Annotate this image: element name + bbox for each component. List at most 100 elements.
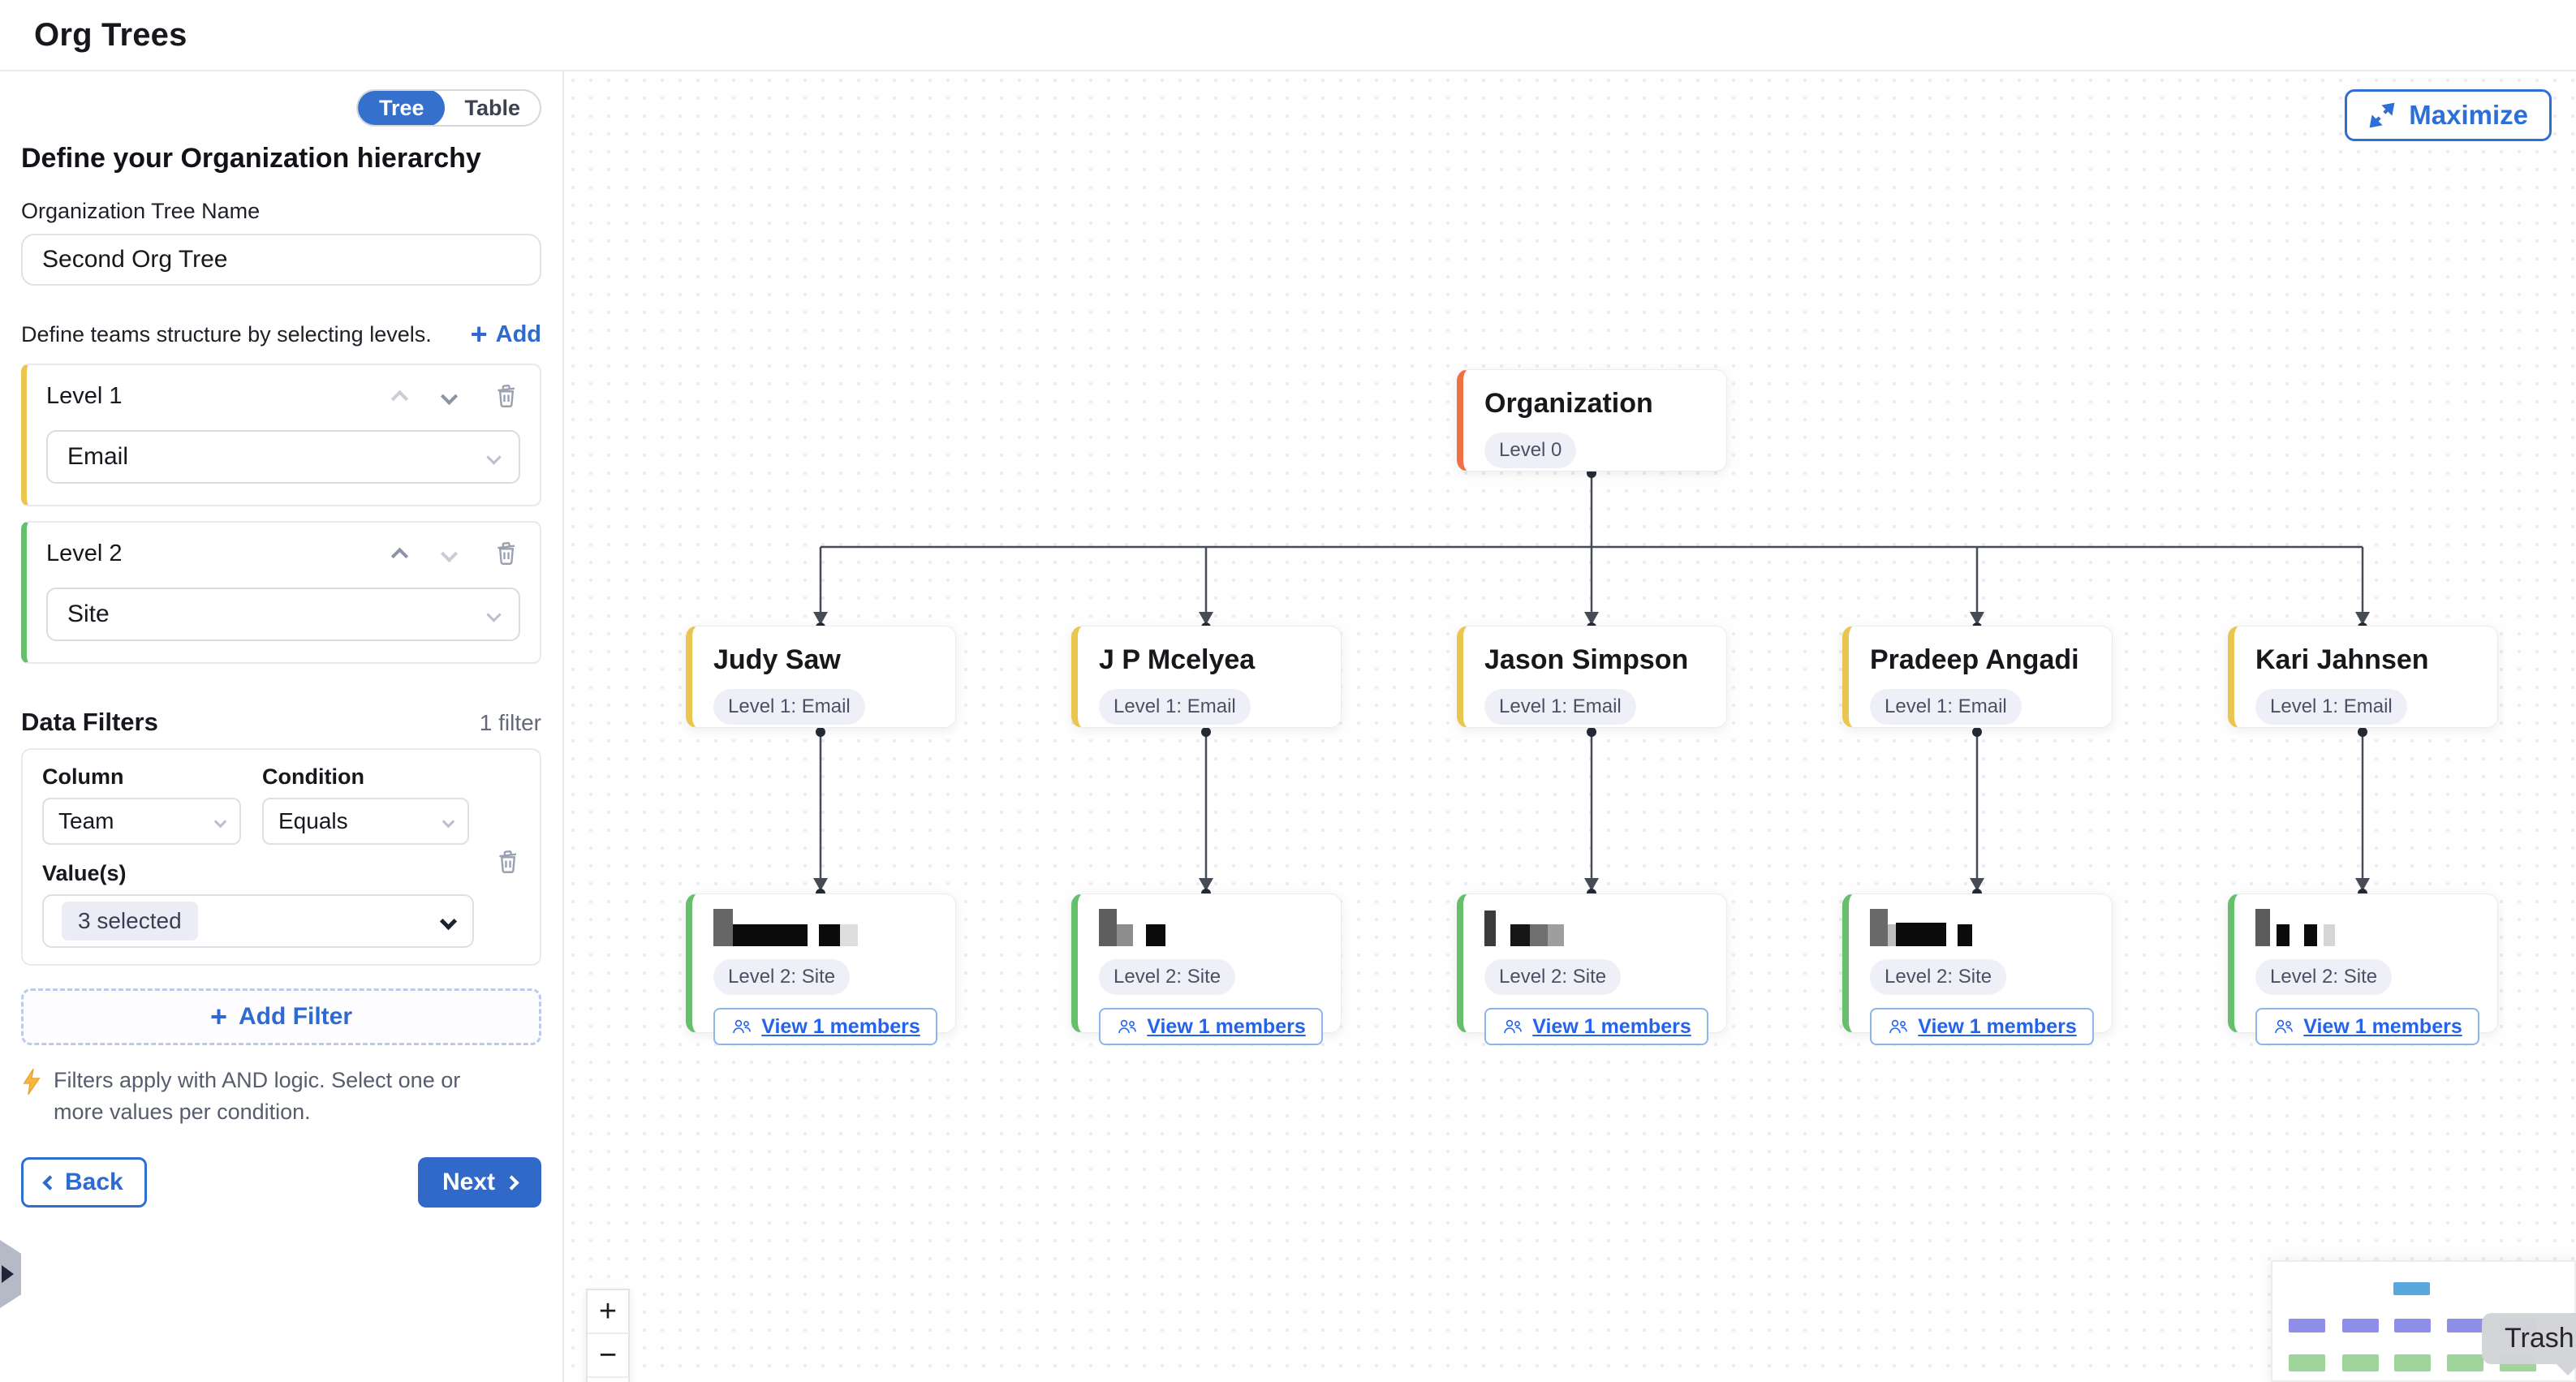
view-members-button[interactable]: View 1 members <box>2255 1008 2479 1045</box>
zoom-out-button[interactable]: − <box>588 1334 628 1378</box>
chevron-down-icon <box>440 545 459 562</box>
chevron-up-icon <box>390 390 409 407</box>
toggle-table[interactable]: Table <box>464 95 520 120</box>
app-header: Org Trees <box>0 0 2576 71</box>
plus-icon: + <box>470 317 488 351</box>
org-node-level2[interactable]: Level 2: Site View 1 members <box>2228 893 2498 1045</box>
node-title: Kari Jahnsen <box>2255 644 2429 675</box>
levels-hint: Define teams structure by selecting leve… <box>21 321 432 347</box>
minimap-node <box>2394 1319 2431 1332</box>
people-icon <box>1889 1019 1908 1034</box>
delete-level-button[interactable] <box>493 381 520 411</box>
minimap-node <box>2447 1354 2483 1371</box>
minimap-node <box>2289 1319 2325 1332</box>
org-node-root[interactable]: Organization Level 0 <box>1457 369 1727 471</box>
org-node-level2[interactable]: Level 2: Site View 1 members <box>1842 893 2113 1045</box>
redacted-node-title <box>2255 907 2479 946</box>
level-1-field-select[interactable]: Email <box>46 430 520 484</box>
hierarchy-sidebar: Tree Table Define your Organization hier… <box>0 71 564 1382</box>
sidebar-collapse-handle[interactable] <box>0 1240 21 1308</box>
minimap-node <box>2342 1319 2379 1332</box>
org-tree-canvas[interactable]: Maximize <box>564 71 2576 1382</box>
back-button[interactable]: Back <box>21 1157 147 1208</box>
node-level-badge: Level 1: Email <box>1099 689 1251 725</box>
node-level-badge: Level 2: Site <box>1099 959 1236 995</box>
add-level-button[interactable]: + Add <box>471 320 541 349</box>
chevron-right-icon <box>504 1175 519 1190</box>
view-members-label: View 1 members <box>761 1014 920 1038</box>
org-node-level2[interactable]: Level 2: Site View 1 members <box>686 893 956 1045</box>
hierarchy-section-title: Define your Organization hierarchy <box>21 143 481 174</box>
level-2-field-value: Site <box>67 601 110 627</box>
tree-name-input[interactable] <box>21 234 541 286</box>
lightning-icon <box>23 1068 41 1096</box>
view-members-button[interactable]: View 1 members <box>1484 1008 1708 1045</box>
trash-tooltip: Trash <box>2482 1313 2576 1364</box>
view-mode-toggle[interactable]: Tree Table <box>355 89 541 127</box>
move-level-up-button[interactable] <box>390 547 409 565</box>
level-2-field-select[interactable]: Site <box>46 588 520 641</box>
trash-icon <box>498 384 515 407</box>
chevron-left-icon <box>42 1175 58 1190</box>
people-icon <box>2275 1019 2294 1034</box>
arrow-right-icon <box>2 1265 14 1283</box>
chevron-down-icon <box>439 912 458 930</box>
values-multiselect[interactable]: 3 selected <box>42 894 474 948</box>
delete-filter-button[interactable] <box>494 847 522 876</box>
fit-view-button[interactable] <box>588 1378 628 1382</box>
add-filter-button[interactable]: + Add Filter <box>21 988 541 1045</box>
org-node-level2[interactable]: Level 2: Site View 1 members <box>1071 893 1342 1045</box>
node-level-badge: Level 2: Site <box>1870 959 2007 995</box>
people-icon <box>733 1019 752 1034</box>
node-level-badge: Level 1: Email <box>2255 689 2407 725</box>
node-title: Pradeep Angadi <box>1870 644 2079 675</box>
node-title: Jason Simpson <box>1484 644 1689 675</box>
org-node-level1[interactable]: J P Mcelyea Level 1: Email <box>1071 626 1342 728</box>
minimap-node <box>2342 1354 2379 1371</box>
move-level-down-button[interactable] <box>440 387 459 405</box>
minimap-node <box>2447 1319 2483 1332</box>
filter-card: Column Team Condition Equals <box>21 748 541 966</box>
next-button[interactable]: Next <box>417 1157 541 1208</box>
node-level-badge: Level 1: Email <box>1870 689 2022 725</box>
org-node-level1[interactable]: Judy Saw Level 1: Email <box>686 626 956 728</box>
chevron-down-icon <box>440 387 459 405</box>
filters-note-text: Filters apply with AND logic. Select one… <box>54 1068 461 1125</box>
data-filters-title: Data Filters <box>21 708 158 736</box>
page-title: Org Trees <box>34 16 187 53</box>
level-1-label: Level 1 <box>46 382 123 409</box>
node-level-badge: Level 2: Site <box>2255 959 2393 995</box>
org-node-level1[interactable]: Jason Simpson Level 1: Email <box>1457 626 1727 728</box>
zoom-in-button[interactable]: + <box>588 1290 628 1334</box>
add-filter-label: Add Filter <box>239 1003 353 1030</box>
people-icon <box>1504 1019 1523 1034</box>
delete-level-button[interactable] <box>493 539 520 568</box>
org-node-level1[interactable]: Kari Jahnsen Level 1: Email <box>2228 626 2498 728</box>
level-1-field-value: Email <box>67 443 129 470</box>
chevron-down-icon <box>486 606 502 622</box>
maximize-label: Maximize <box>2409 100 2528 130</box>
org-node-level2[interactable]: Level 2: Site View 1 members <box>1457 893 1727 1045</box>
node-level-badge: Level 0 <box>1484 433 1577 468</box>
node-title: Judy Saw <box>713 644 841 675</box>
view-members-label: View 1 members <box>1918 1014 2077 1038</box>
trash-tooltip-label: Trash <box>2505 1323 2574 1354</box>
column-select[interactable]: Team <box>42 798 241 845</box>
view-members-button[interactable]: View 1 members <box>713 1008 937 1045</box>
toggle-tree[interactable]: Tree <box>357 91 446 125</box>
move-level-down-button[interactable] <box>440 545 459 562</box>
view-members-button[interactable]: View 1 members <box>1099 1008 1323 1045</box>
view-members-button[interactable]: View 1 members <box>1870 1008 2094 1045</box>
chevron-down-icon <box>213 815 227 828</box>
plus-icon: + <box>209 1000 228 1033</box>
node-title: Organization <box>1484 388 1653 419</box>
org-node-level1[interactable]: Pradeep Angadi Level 1: Email <box>1842 626 2113 728</box>
minimap-node <box>2394 1354 2431 1371</box>
move-level-up-button[interactable] <box>390 390 409 407</box>
trash-icon <box>498 541 515 565</box>
maximize-button[interactable]: Maximize <box>2345 89 2552 141</box>
chevron-up-icon <box>390 547 409 565</box>
condition-select[interactable]: Equals <box>262 798 469 845</box>
people-icon <box>1118 1019 1137 1034</box>
condition-label: Condition <box>262 764 364 789</box>
